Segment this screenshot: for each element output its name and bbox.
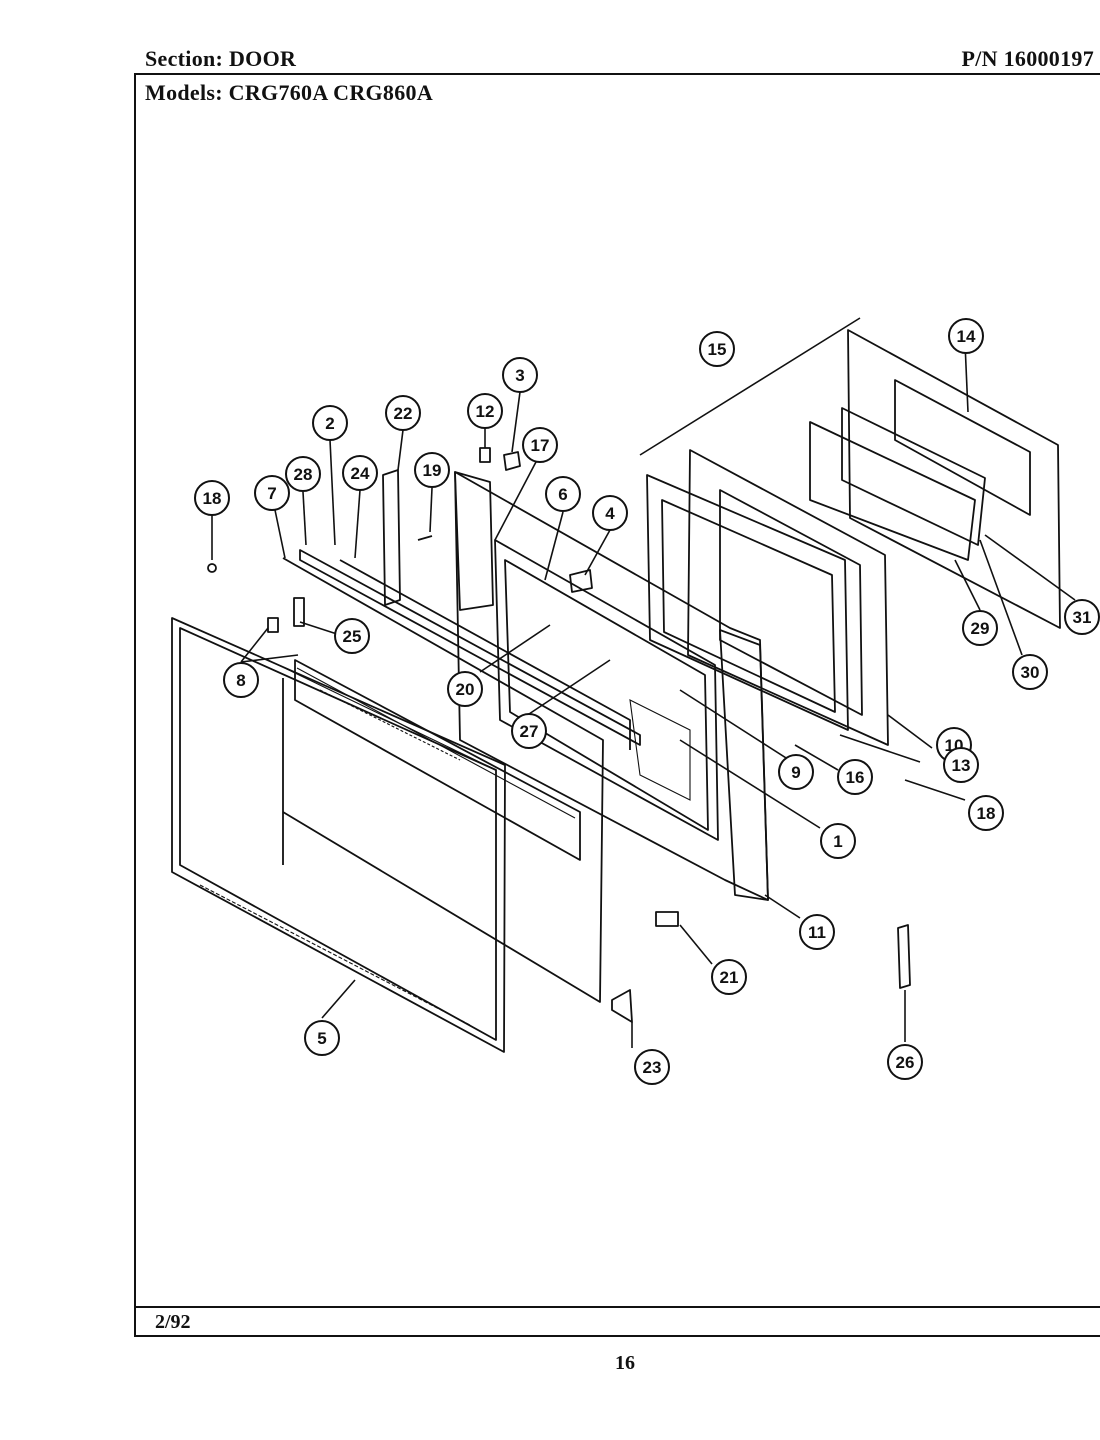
callout-19: 19 (414, 452, 450, 488)
section-title: Section: DOOR (145, 46, 297, 71)
callout-20: 20 (447, 671, 483, 707)
callout-label: 24 (351, 464, 370, 483)
callout-label: 3 (515, 366, 524, 385)
callout-label: 30 (1021, 663, 1040, 682)
callout-label: 15 (708, 340, 727, 359)
callout-label: 22 (394, 404, 413, 423)
callout-16: 16 (837, 759, 873, 795)
callout-28: 28 (285, 456, 321, 492)
callout-22: 22 (385, 395, 421, 431)
callout-label: 16 (846, 768, 865, 787)
callout-21: 21 (711, 959, 747, 995)
callout-24: 24 (342, 455, 378, 491)
callout-label: 1 (833, 832, 842, 851)
callout-label: 2 (325, 414, 334, 433)
callout-9: 9 (778, 754, 814, 790)
callout-12: 12 (467, 393, 503, 429)
callout-18b: 18 (968, 795, 1004, 831)
callout-2: 2 (312, 405, 348, 441)
callout-31: 31 (1064, 599, 1100, 635)
callout-23: 23 (634, 1049, 670, 1085)
callout-3: 3 (502, 357, 538, 393)
callout-label: 12 (476, 402, 495, 421)
callout-label: 4 (605, 504, 615, 523)
callout-15: 15 (699, 331, 735, 367)
callout-29: 29 (962, 610, 998, 646)
callout-14: 14 (948, 318, 984, 354)
callout-label: 28 (294, 465, 313, 484)
leader-lines (211, 319, 1076, 1048)
callout-13: 13 (943, 747, 979, 783)
callout-4: 4 (592, 495, 628, 531)
callout-label: 9 (791, 763, 800, 782)
callout-label: 5 (317, 1029, 326, 1048)
callout-1: 1 (820, 823, 856, 859)
door-hardware (207, 447, 911, 1023)
callout-30: 30 (1012, 654, 1048, 690)
callout-label: 8 (236, 671, 245, 690)
callout-5: 5 (304, 1020, 340, 1056)
callout-label: 29 (971, 619, 990, 638)
page-frame (134, 73, 1100, 1337)
inner-window-frame (809, 329, 1061, 629)
callout-label: 14 (957, 327, 976, 346)
callout-label: 18 (203, 489, 222, 508)
callout-label: 27 (520, 722, 539, 741)
part-number: P/N 16000197 (961, 46, 1094, 71)
callout-label: 17 (531, 436, 550, 455)
callout-label: 20 (456, 680, 475, 699)
callout-26: 26 (887, 1044, 923, 1080)
callout-18: 18 (194, 480, 230, 516)
callout-label: 21 (720, 968, 739, 987)
callout-6: 6 (545, 476, 581, 512)
top-trim-strip (299, 549, 641, 750)
outer-door-frame (171, 617, 506, 1053)
door-glass-panel (282, 557, 604, 1003)
callout-label: 11 (808, 923, 826, 942)
callout-17: 17 (522, 427, 558, 463)
callout-label: 31 (1073, 608, 1092, 627)
callout-8: 8 (223, 662, 259, 698)
models-line: Models: CRG760A CRG860A (145, 80, 434, 105)
callout-25: 25 (334, 618, 370, 654)
callout-27: 27 (511, 713, 547, 749)
callout-label: 13 (952, 756, 971, 775)
callout-label: 25 (343, 627, 362, 646)
door-liner (639, 317, 889, 746)
callout-label: 6 (558, 485, 567, 504)
callout-label: 18 (977, 804, 996, 823)
footer-rule (134, 1306, 1100, 1308)
page-number: 16 (615, 1352, 635, 1374)
inner-door-panel (454, 471, 769, 901)
callout-label: 23 (643, 1058, 662, 1077)
callout-label: 19 (423, 461, 442, 480)
revision-date: 2/92 (155, 1311, 191, 1333)
callout-7: 7 (254, 475, 290, 511)
callout-label: 26 (896, 1053, 915, 1072)
callout-label: 7 (267, 484, 276, 503)
callout-11: 11 (799, 914, 835, 950)
